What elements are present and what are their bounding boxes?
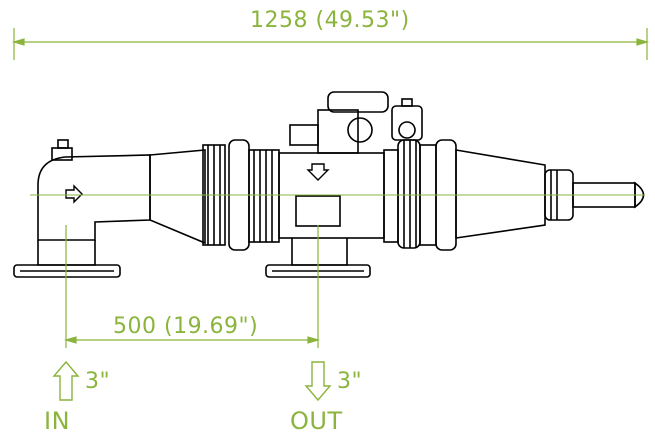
cone-section [149,149,206,245]
span-arrowhead-right [307,336,321,344]
clamp-2 [383,149,399,243]
valve-knob [398,121,416,139]
port-spacing-label: 500 (19.69") [113,314,259,339]
inlet-top-cap [57,139,69,149]
valve-block [289,124,319,146]
valve-stem [401,98,413,107]
controller-box [317,109,359,154]
flow-arrow-right-icon [65,184,83,204]
overall-arrowhead-left [11,38,25,46]
outlet-riser [291,238,348,266]
inlet-flange [13,264,121,278]
arrow-down-icon [304,361,332,402]
outlet-label: OUT [290,407,343,435]
motor-housing [347,117,373,143]
port-arrows [52,360,332,402]
inlet-size-label: 3" [85,369,111,394]
rod-tip [634,181,645,209]
outlet-size-label: 3" [337,369,363,394]
dimension-lines [11,28,650,348]
end-cone [455,149,546,239]
flow-arrow-down-icon [306,163,330,181]
overall-length-label: 1258 (49.53") [250,8,410,33]
flow-arrow-marks [65,163,330,204]
inlet-elbow [37,154,151,241]
controller-head [327,91,389,113]
filter-body-outline [13,91,645,278]
span-arrowhead-left [63,336,77,344]
overall-arrowhead-right [636,38,650,46]
valve-handle [391,105,423,141]
arrow-up-icon [52,360,80,401]
housing-window [295,195,341,227]
inlet-label: IN [44,407,71,435]
